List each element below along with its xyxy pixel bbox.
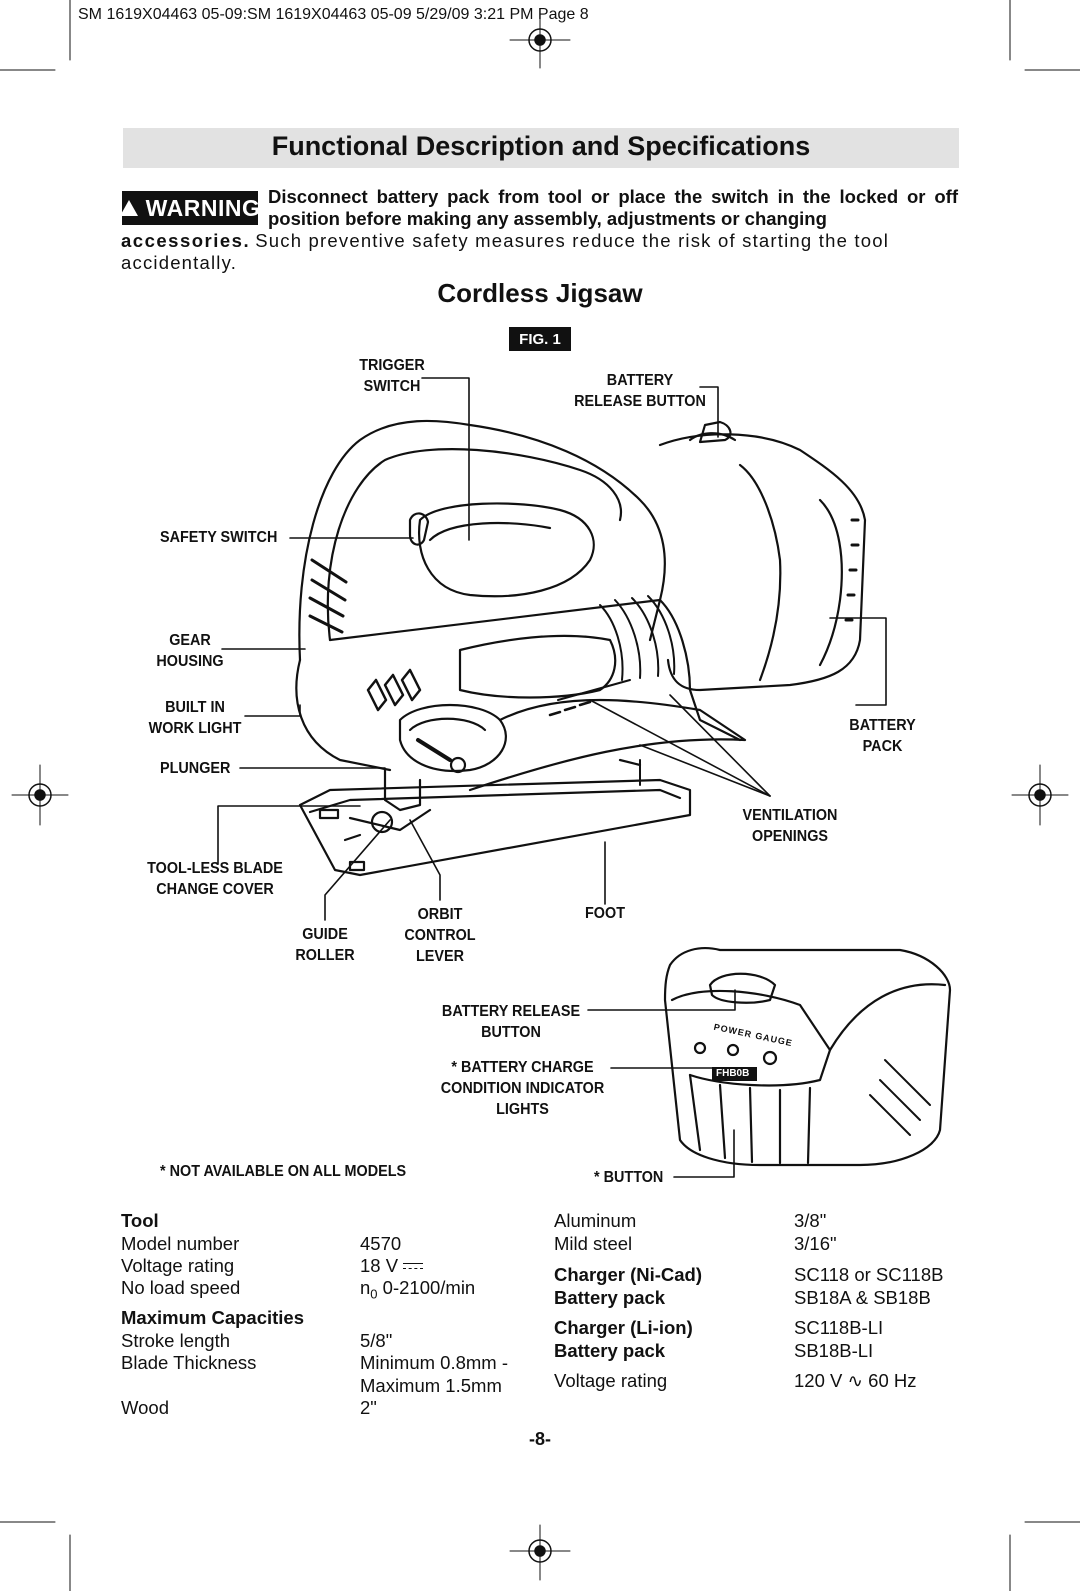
callout-line: CHANGE COVER: [156, 881, 274, 898]
spec-value: Minimum 0.8mm -: [360, 1352, 509, 1373]
spec-value: 120 V ∿ 60 Hz: [794, 1370, 916, 1392]
page-title: Functional Description and Specification…: [271, 131, 811, 161]
spec-label: Blade Thickness: [121, 1352, 257, 1373]
pack-model-label: FHB0B: [716, 1068, 750, 1079]
speed-value: 0-2100/min: [382, 1277, 476, 1298]
callout-line: HOUSING: [156, 653, 224, 670]
callout-trigger-switch: TRIGGER SWITCH: [356, 355, 428, 397]
callout-line: RELEASE BUTTON: [574, 393, 706, 410]
callout-battery-release-button-pack: BATTERY RELEASE BUTTON: [438, 1001, 584, 1043]
warning-badge-label: WARNING: [145, 194, 261, 221]
callout-line: VENTILATION: [742, 807, 838, 824]
spec-label: Model number: [121, 1233, 240, 1254]
spec-value: SC118 or SC118B: [794, 1264, 944, 1285]
callout-line: BATTERY: [606, 372, 674, 389]
spec-value: SC118B-LI: [794, 1317, 884, 1338]
callout-line: BATTERY RELEASE: [441, 1003, 581, 1020]
spec-value: 2": [360, 1397, 377, 1418]
callout-line: ORBIT: [417, 906, 463, 923]
callout-battery-pack: BATTERY PACK: [844, 715, 921, 757]
spec-value: SB18B-LI: [794, 1340, 874, 1361]
spec-value: SB18A & SB18B: [794, 1287, 931, 1308]
callout-built-in-work-light: BUILT IN WORK LIGHT: [141, 697, 249, 739]
spec-label: Wood: [121, 1397, 169, 1418]
callout-foot: FOOT: [585, 905, 625, 922]
callout-button: * BUTTON: [594, 1169, 664, 1186]
spec-label: Stroke length: [121, 1330, 231, 1351]
callout-line: BATTERY: [849, 717, 916, 734]
callout-orbit-control-lever: ORBIT CONTROL LEVER: [400, 904, 481, 967]
warning-text-bold: Disconnect battery pack from tool or pla…: [268, 186, 958, 229]
dc-symbol-icon: [403, 1262, 424, 1272]
callout-line: * BATTERY CHARGE: [451, 1059, 594, 1076]
callout-toolless-blade-change-cover: TOOL-LESS BLADE CHANGE COVER: [143, 858, 287, 900]
callout-plunger: PLUNGER: [160, 760, 231, 777]
title-bar: [123, 128, 959, 168]
frequency-value: 60 Hz: [868, 1370, 917, 1391]
spec-value: 4570: [360, 1233, 402, 1254]
spec-capacities-heading: Maximum Capacities: [121, 1307, 305, 1328]
callout-line: TRIGGER: [359, 357, 425, 374]
jigsaw-body: [295, 419, 867, 877]
callout-not-available-note: * NOT AVAILABLE ON ALL MODELS: [160, 1163, 407, 1180]
spec-label: Battery pack: [554, 1287, 666, 1308]
leader-lines: [217, 377, 887, 1178]
spec-value: 3/8": [794, 1210, 827, 1231]
spec-label: Charger (Li-ion): [554, 1317, 693, 1338]
spec-value: Maximum 1.5mm: [360, 1375, 502, 1396]
callout-line: SWITCH: [363, 378, 421, 395]
speed-symbol: n: [360, 1277, 371, 1298]
spec-value: n0 0-2100/min: [360, 1277, 475, 1306]
callout-line: PACK: [862, 738, 903, 755]
callout-guide-roller: GUIDE ROLLER: [289, 924, 361, 966]
spec-label: Mild steel: [554, 1233, 633, 1254]
callout-battery-release-button: BATTERY RELEASE BUTTON: [568, 370, 712, 412]
callout-line: CONTROL: [404, 927, 476, 944]
warning-bold-continuation: accessories.: [121, 230, 251, 251]
speed-subscript: 0: [370, 1286, 378, 1302]
callout-line: GUIDE: [302, 926, 348, 943]
battery-pack-illustration: [663, 947, 952, 1167]
callout-line: OPENINGS: [751, 828, 829, 845]
callout-line: BUILT IN: [165, 699, 225, 716]
warning-text-continued: accessories. Such preventive safety meas…: [121, 230, 959, 274]
callout-line: GEAR: [169, 632, 211, 649]
callout-safety-switch: SAFETY SWITCH: [160, 529, 278, 546]
spec-label: Charger (Ni-Cad): [554, 1264, 703, 1285]
warning-normal-text: Such preventive safety measures reduce t…: [121, 230, 890, 273]
ac-symbol-icon: ∿: [847, 1370, 864, 1391]
spec-value: 5/8": [360, 1330, 393, 1351]
callout-line: CONDITION INDICATOR: [440, 1080, 605, 1097]
spec-label: Battery pack: [554, 1340, 666, 1361]
callout-line: ROLLER: [295, 947, 355, 964]
spec-label: Voltage rating: [554, 1370, 668, 1391]
warning-badge: WARNING: [119, 191, 261, 225]
spec-value: 3/16": [794, 1233, 837, 1254]
spec-label: Voltage rating: [121, 1255, 235, 1276]
spec-value: 18 V: [360, 1255, 424, 1277]
spec-label: No load speed: [121, 1277, 241, 1298]
page-number: -8-: [529, 1429, 551, 1449]
callout-line: LEVER: [415, 948, 465, 965]
ac-voltage-value: 120 V: [794, 1370, 843, 1391]
warning-triangle-icon: [119, 200, 138, 216]
callout-gear-housing: GEAR HOUSING: [145, 630, 235, 672]
callout-line: BUTTON: [481, 1024, 541, 1041]
callout-battery-charge-indicator: * BATTERY CHARGE CONDITION INDICATOR LIG…: [435, 1057, 611, 1120]
section-subtitle: Cordless Jigsaw: [437, 278, 643, 308]
spec-tool-heading: Tool: [121, 1210, 159, 1231]
callout-line: TOOL-LESS BLADE: [147, 860, 283, 877]
callout-line: WORK LIGHT: [148, 720, 242, 737]
figure-label: FIG. 1: [509, 327, 571, 351]
voltage-value: 18 V: [360, 1255, 399, 1276]
spec-label: Aluminum: [554, 1210, 637, 1231]
registration-marks: [28, 28, 1052, 1563]
callout-line: LIGHTS: [496, 1101, 549, 1118]
print-slug: SM 1619X04463 05-09:SM 1619X04463 05-09 …: [78, 6, 589, 23]
callout-ventilation-openings: VENTILATION OPENINGS: [736, 805, 844, 847]
